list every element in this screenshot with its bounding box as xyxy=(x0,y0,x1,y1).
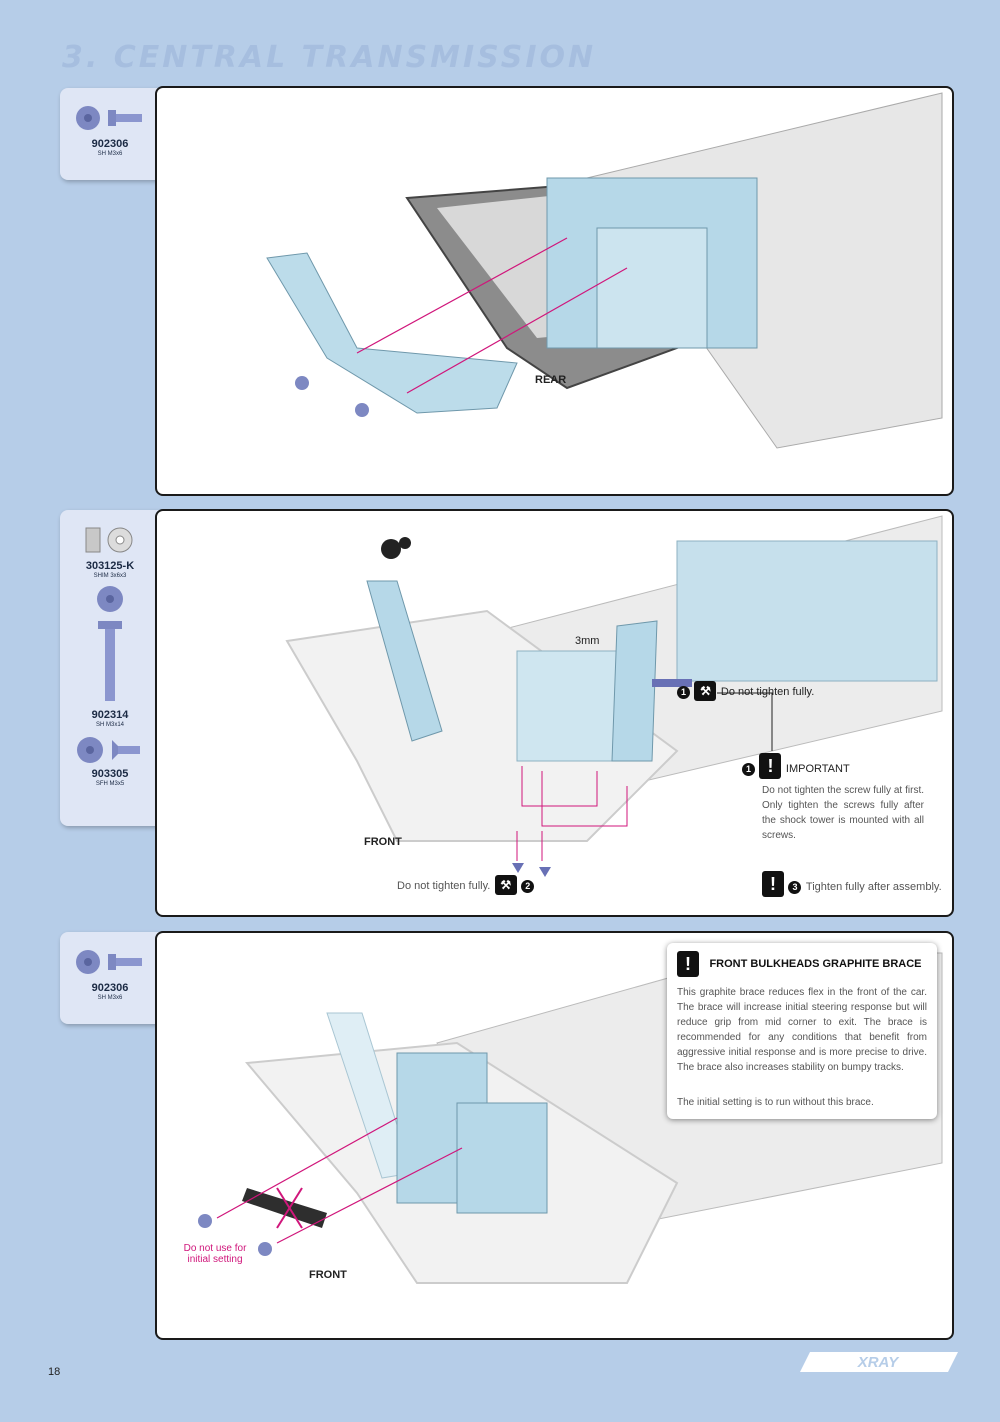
part-code: 903305 xyxy=(91,768,129,780)
part-code: 303125-K xyxy=(85,560,135,572)
rear-label: REAR xyxy=(535,374,567,386)
brace-note: The initial setting is to run without th… xyxy=(677,1097,874,1108)
callout-1: 1 ⚒ Do not tighten fully. xyxy=(677,681,814,701)
parts-tab-step2: 303125-K SHIM 3x6x3 902314 SH M3x14 9033… xyxy=(60,510,160,826)
brace-title: FRONT BULKHEADS GRAPHITE BRACE xyxy=(709,958,922,970)
parts-tab-step3: 902306 SH M3x6 xyxy=(60,932,160,1024)
important-title: IMPORTANT xyxy=(785,763,850,775)
callout-text: Do not tighten fully. xyxy=(397,880,491,892)
warning-icon: ! xyxy=(759,753,782,779)
part-code: 902314 xyxy=(91,709,129,721)
front-assembly-illustration xyxy=(285,515,943,877)
front-label: FRONT xyxy=(309,1269,347,1281)
brace-text: This graphite brace reduces flex in the … xyxy=(677,987,927,1073)
callout-number: 1 xyxy=(742,763,755,776)
part-spec: SFH M3x5 xyxy=(95,781,125,787)
callout-text: Do not tighten fully. xyxy=(720,686,815,698)
callout-number: 3 xyxy=(788,881,802,894)
page-title: 3. CENTRAL TRANSMISSION xyxy=(62,40,597,75)
step3-panel: Do not use for initial setting FRONT ! F… xyxy=(155,931,954,1340)
page-number: 18 xyxy=(48,1366,61,1378)
warning-icon: ! xyxy=(762,871,784,897)
step1-panel: REAR xyxy=(155,86,954,496)
front-label: FRONT xyxy=(364,836,402,848)
part-spec: SH M3x6 xyxy=(97,151,123,157)
parts-tab-step1: 902306 SH M3x6 xyxy=(60,88,160,180)
do-not-use-label: Do not use for initial setting xyxy=(183,1243,247,1265)
shim-size-label: 3mm xyxy=(575,635,600,647)
part-spec: SH M3x6 xyxy=(97,995,123,1001)
brace-header: ! FRONT BULKHEADS GRAPHITE BRACE xyxy=(677,951,922,977)
xray-logo: XRAY xyxy=(800,1352,958,1372)
do-not-tighten-icon: ⚒ xyxy=(494,875,517,895)
rear-assembly-illustration xyxy=(266,92,943,449)
callout-2: Do not tighten fully. ⚒ 2 xyxy=(397,875,535,895)
part-code: 902306 xyxy=(91,138,129,150)
part-spec: SHIM 3x6x3 xyxy=(93,573,127,579)
brace-info-box: ! FRONT BULKHEADS GRAPHITE BRACE This gr… xyxy=(667,943,937,1119)
important-header: 1 ! IMPORTANT xyxy=(742,753,850,779)
important-text: Do not tighten the screw fully at first.… xyxy=(762,785,924,841)
step2-panel: 3mm FRONT 1 ⚒ Do not tighten fully. 1 ! … xyxy=(155,509,954,917)
screw-sh-icon xyxy=(76,106,142,130)
screw-sfh-icon xyxy=(77,737,140,763)
part-spec: SH M3x14 xyxy=(95,722,124,728)
shim-icon xyxy=(85,527,133,553)
callout-3: ! 3 Tighten fully after assembly. xyxy=(762,871,942,897)
screw-sh-icon xyxy=(76,950,142,974)
do-not-tighten-icon: ⚒ xyxy=(694,681,717,701)
warning-icon: ! xyxy=(677,951,699,977)
long-screw-icon xyxy=(97,586,123,701)
part-code: 902306 xyxy=(91,982,129,994)
svg-text:XRAY: XRAY xyxy=(857,1354,901,1371)
callout-text: Tighten fully after assembly. xyxy=(805,881,942,893)
tools-icon xyxy=(381,537,411,559)
callout-number: 1 xyxy=(677,686,690,699)
callout-number: 2 xyxy=(521,880,535,893)
